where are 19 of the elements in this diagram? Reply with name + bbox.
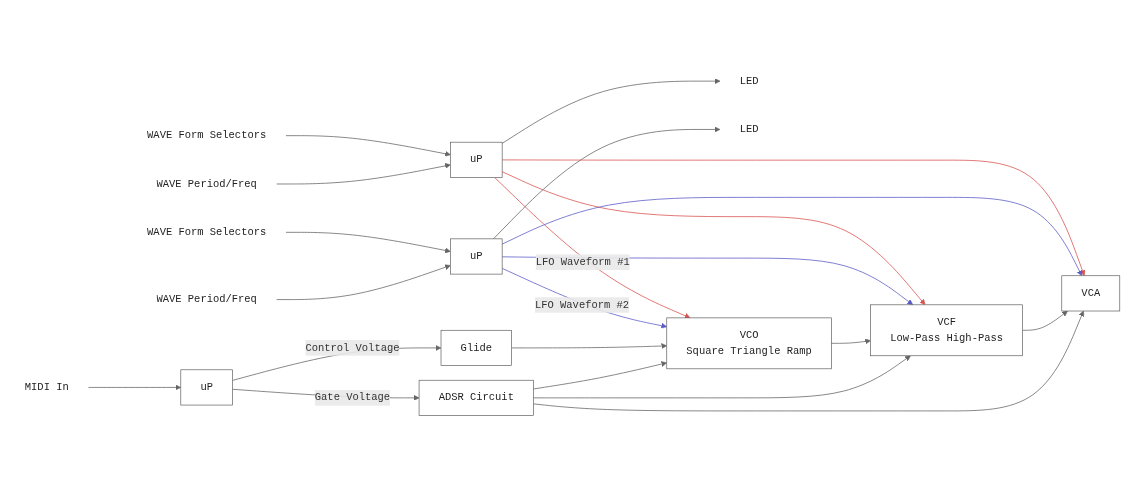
edge-label: LFO Waveform #2 [535,299,630,311]
node-text: MIDI In [24,381,69,394]
node-box: Glide [440,329,512,366]
node-text: LED [739,123,759,136]
edge-label: Control Voltage [305,342,400,354]
node-text: WAVE Period/Freq [156,178,257,190]
node-box: VCA [1061,275,1121,312]
node-box: VCO Square Triangle Ramp [666,317,832,370]
node-box: uP [450,238,503,275]
node-box: uP [450,141,503,178]
node-box: VCF Low-Pass High-Pass [870,304,1023,357]
node-text: LED [739,75,759,88]
edge-label: Gate Voltage [314,391,391,404]
node-text: WAVE Period/Freq [156,293,257,306]
node-text: WAVE Form Selectors [147,226,267,239]
node-box: ADSR Circuit [418,379,534,416]
node-text: WAVE Form Selectors [147,129,267,142]
node-box: uP [180,369,233,406]
edge-label: LFO Waveform #1 [535,256,630,269]
